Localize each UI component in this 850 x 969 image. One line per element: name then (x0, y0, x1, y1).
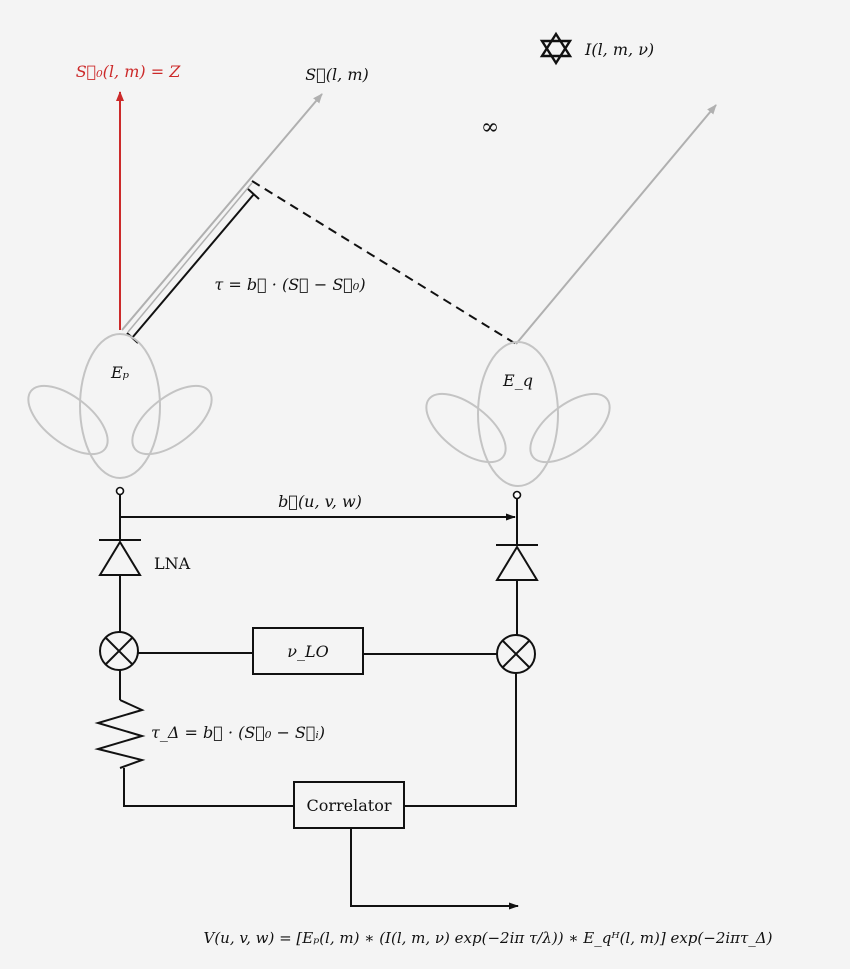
mixer-circle-cross-icon (99, 631, 139, 671)
tau-delay-bracket (131, 193, 255, 339)
correlator-label: Correlator (306, 796, 391, 815)
phase-center-label: S⃗₀(l, m) = Z (76, 62, 182, 81)
beam-label-q: E_q (502, 371, 533, 390)
baseline-label: b⃗(u, v, w) (278, 492, 362, 511)
wavefront-dashed-line (251, 180, 517, 345)
infinity-symbol: ∞ (481, 115, 499, 140)
tau-delta-label: τ_Δ = b⃗ · (S⃗₀ − S⃗ᵢ) (151, 723, 325, 742)
visibility-equation: V(u, v, w) = [Eₚ(l, m) ∗ (I(l, m, ν) exp… (204, 929, 773, 947)
wire-q-mixer-correlator (404, 673, 517, 807)
feed-point-p (115, 486, 125, 496)
source-direction-label: S⃗(l, m) (305, 65, 369, 84)
source-intensity-label: I(l, m, ν) (584, 40, 654, 59)
star-of-david-icon (539, 31, 573, 66)
local-oscillator-box (252, 627, 364, 675)
source-ray-p (121, 93, 323, 331)
lna-label: LNA (154, 554, 191, 573)
beam-label-p: Eₚ (110, 363, 130, 382)
local-oscillator-label: ν_LO (287, 642, 328, 661)
zigzag-delay-icon (94, 699, 146, 769)
tau-bracket-end-top (247, 188, 260, 200)
correlator-box (293, 781, 405, 829)
lna-triangle-icon (98, 539, 142, 576)
mixer-circle-cross-icon (496, 634, 536, 674)
feed-point-q (512, 490, 522, 500)
source-ray-q (515, 104, 717, 345)
source-ray-p-parallel (127, 182, 253, 333)
tau-delay-label: τ = b⃗ · (S⃗ − S⃗₀) (214, 275, 365, 294)
wire-p-delay-correlator (123, 768, 294, 807)
beam-pattern-q (425, 341, 611, 487)
correlator-output-arrow (350, 828, 519, 910)
lna-triangle-icon (495, 544, 539, 581)
beam-pattern-p (27, 333, 213, 479)
